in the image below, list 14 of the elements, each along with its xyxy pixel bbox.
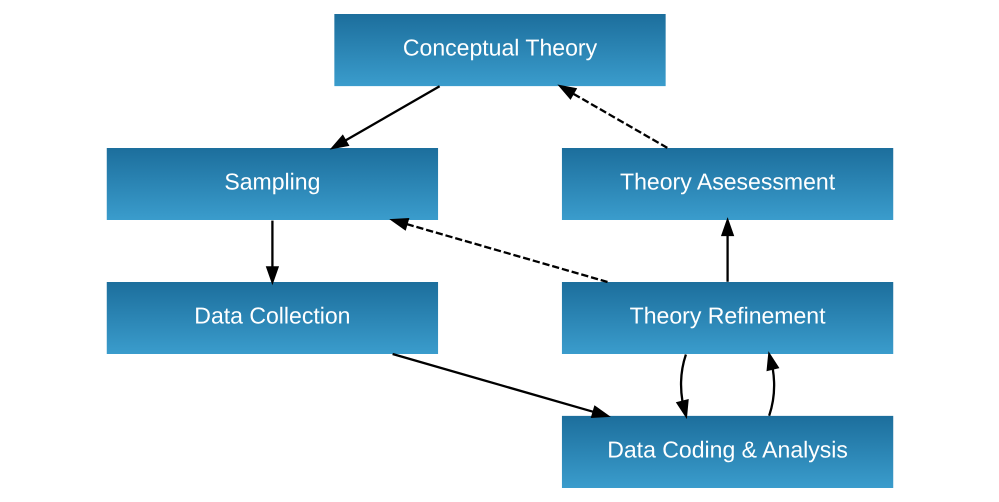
arrow [329, 85, 440, 150]
node-box: Data Coding & Analysis [561, 416, 893, 488]
arrow [766, 351, 779, 416]
arrow [675, 354, 688, 420]
arrow [388, 218, 608, 284]
node-box: Theory Asesessment [561, 148, 893, 220]
node-box: Sampling [106, 148, 438, 220]
arrow [556, 84, 668, 149]
arrow [265, 220, 279, 286]
arrow [720, 217, 734, 282]
arrow [392, 352, 610, 418]
node-box: Data Collection [106, 282, 438, 354]
node-box: Conceptual Theory [334, 14, 666, 86]
node-box: Theory Refinement [561, 282, 893, 354]
